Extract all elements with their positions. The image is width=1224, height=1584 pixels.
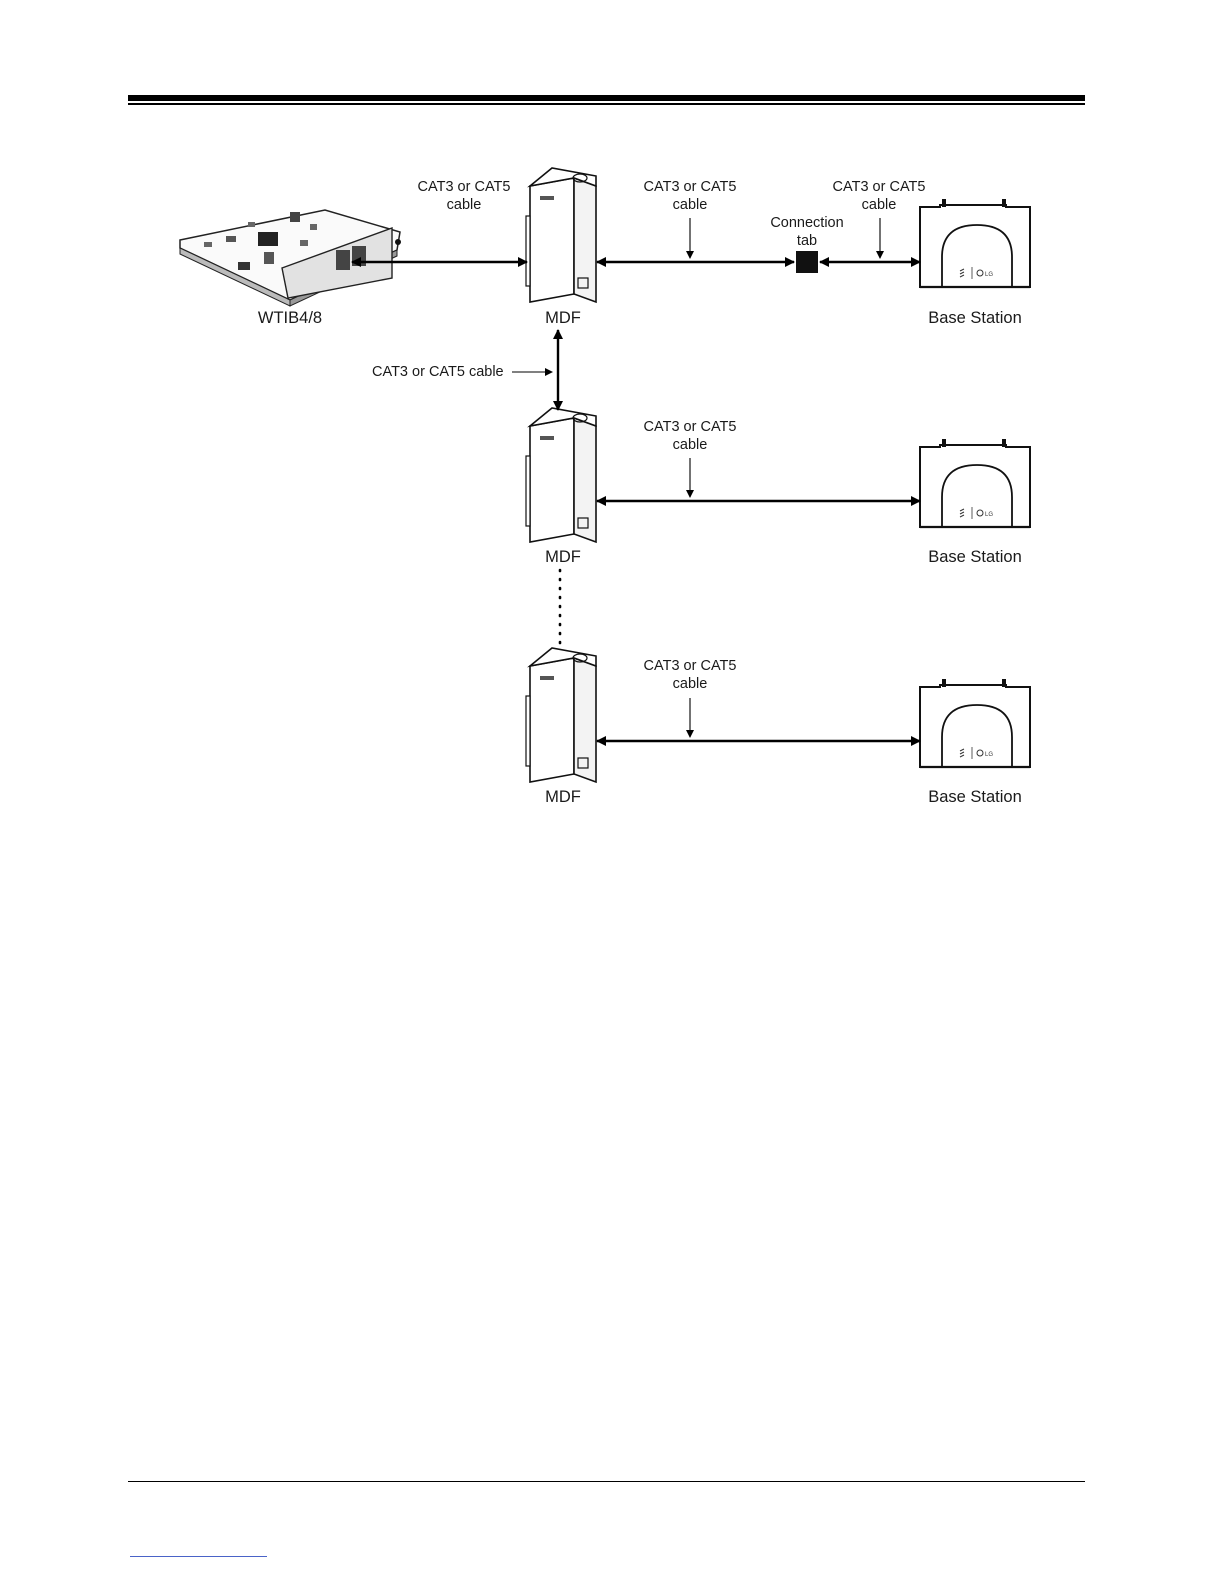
label-line: cable [418, 196, 511, 214]
label-connection-tab: Connection tab [770, 214, 843, 250]
label-mdf-3: MDF [545, 788, 581, 806]
label-cable-top-right: CAT3 or CAT5 cable [833, 178, 926, 214]
label-line: CAT3 or CAT5 [644, 418, 737, 436]
label-wtib: WTIB4/8 [258, 309, 322, 327]
base-station-1-image [920, 199, 1030, 287]
label-cable-row3: CAT3 or CAT5 cable [644, 657, 737, 693]
base-station-2-image [920, 439, 1030, 527]
label-cable-row2: CAT3 or CAT5 cable [644, 418, 737, 454]
label-line: CAT3 or CAT5 [833, 178, 926, 196]
label-line: tab [770, 232, 843, 250]
mdf-2-image [526, 408, 596, 542]
label-cable-vertical: CAT3 or CAT5 cable [372, 363, 504, 381]
label-cable-top-left: CAT3 or CAT5 cable [418, 178, 511, 214]
label-base-station-1: Base Station [928, 309, 1022, 327]
label-line: cable [644, 436, 737, 454]
label-line: cable [644, 675, 737, 693]
label-mdf-2: MDF [545, 548, 581, 566]
label-base-station-2: Base Station [928, 548, 1022, 566]
label-line: cable [644, 196, 737, 214]
label-line: cable [833, 196, 926, 214]
label-line: CAT3 or CAT5 [418, 178, 511, 196]
footer-rule [128, 1481, 1085, 1482]
connection-tab-block [796, 251, 818, 273]
label-cable-top-mid: CAT3 or CAT5 cable [644, 178, 737, 214]
label-mdf-1: MDF [545, 309, 581, 327]
base-station-3-image [920, 679, 1030, 767]
wtib-board-image [180, 210, 401, 306]
footer-link-underline[interactable] [130, 1556, 267, 1557]
mdf-3-image [526, 648, 596, 782]
mdf-1-image [526, 168, 596, 302]
label-line: CAT3 or CAT5 [644, 657, 737, 675]
label-line: Connection [770, 214, 843, 232]
label-base-station-3: Base Station [928, 788, 1022, 806]
label-line: CAT3 or CAT5 [644, 178, 737, 196]
